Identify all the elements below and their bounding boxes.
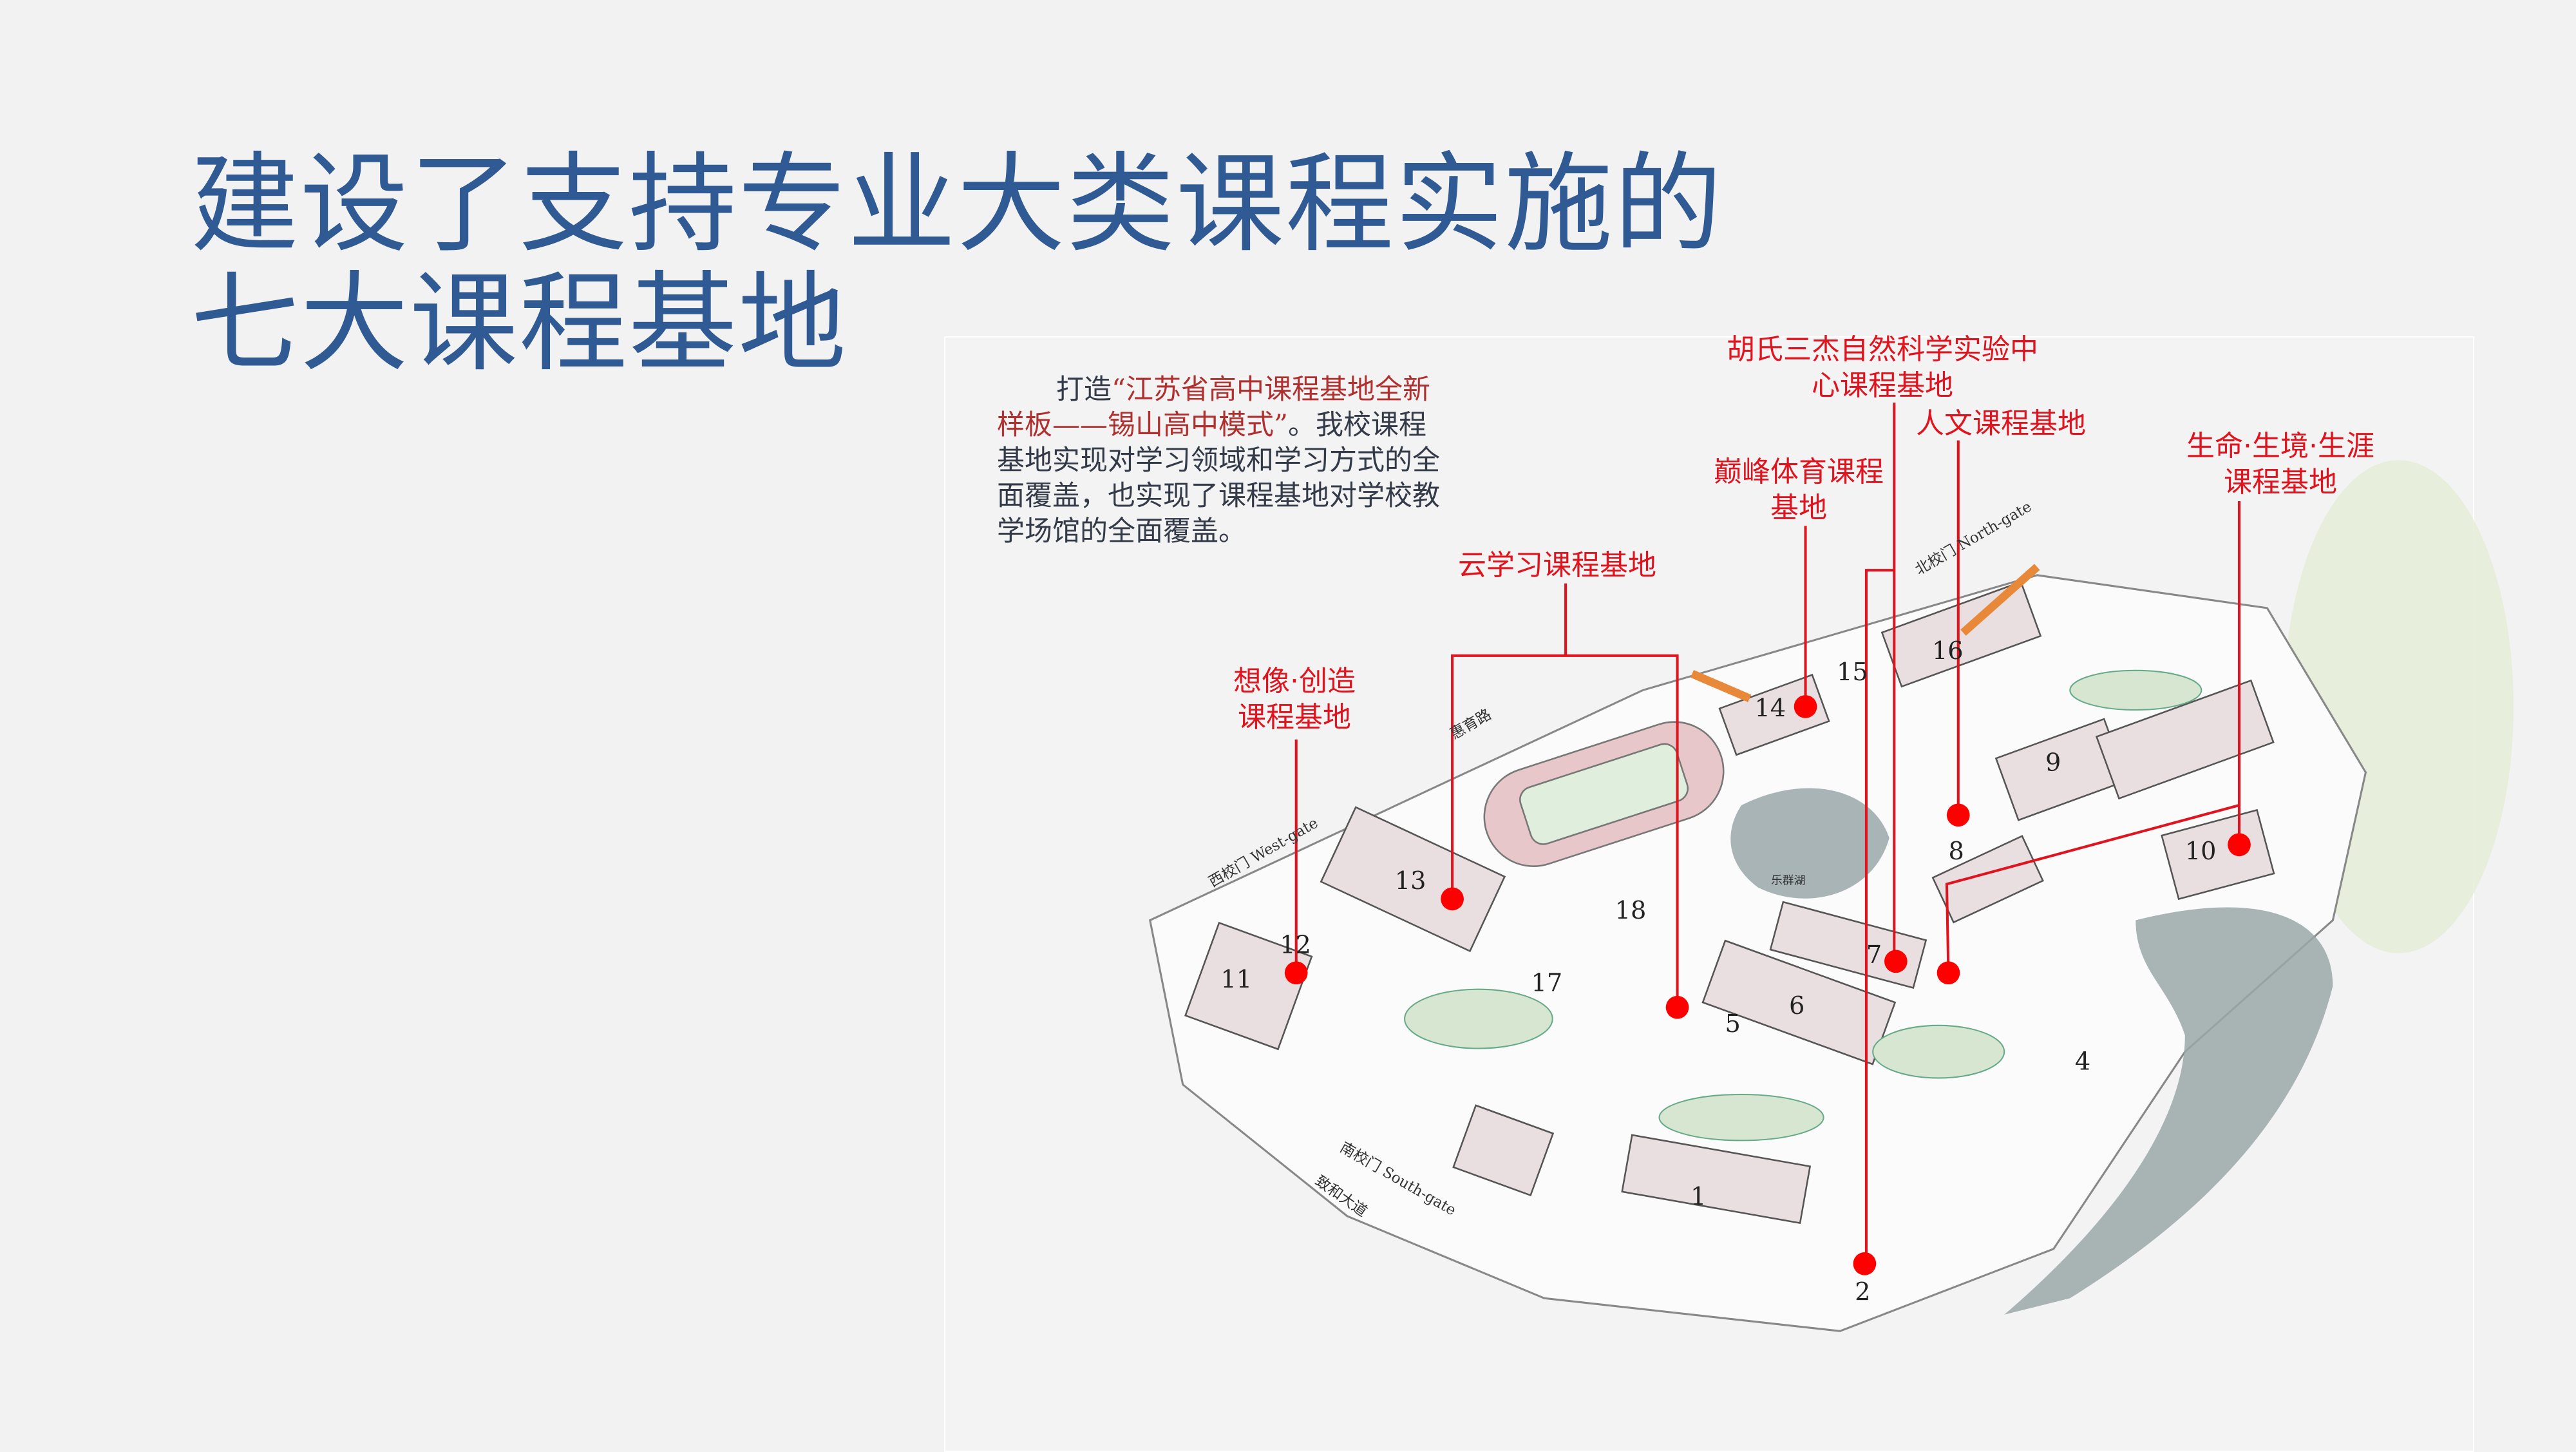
building-number: 5 [1725, 1009, 1741, 1038]
location-marker[interactable] [1937, 961, 1960, 985]
building-number: 12 [1280, 931, 1311, 960]
location-markers [1284, 695, 2251, 1275]
label-science-base[interactable]: 胡氏三杰自然科学实验中心课程基地 [1727, 332, 2038, 404]
label-line: 胡氏三杰自然科学实验中 [1727, 333, 2038, 366]
location-marker[interactable] [1853, 1252, 1877, 1275]
label-line: 课程基地 [2223, 466, 2337, 499]
title-line-2: 七大课程基地 [191, 260, 848, 387]
label-cloud-learning-base[interactable]: 云学习课程基地 [1458, 548, 1656, 584]
building-number: 11 [1220, 965, 1252, 994]
building-number: 16 [1932, 636, 1964, 665]
location-marker[interactable] [1884, 950, 1908, 973]
orange-arrow [1690, 670, 1752, 703]
label-line: 课程基地 [1238, 701, 1351, 734]
intro-paragraph: 打造“江苏省高中课程基地全新样板——锡山高中模式”。我校课程基地实现对学习领域和… [997, 372, 1448, 549]
page-title: 建设了支持专业大类课程实施的 七大课程基地 [191, 145, 1723, 383]
building-number: 2 [1855, 1277, 1870, 1306]
building-number: 7 [1866, 941, 1882, 970]
label-line: 巅峰体育课程 [1714, 455, 1884, 488]
location-marker[interactable] [2228, 833, 2251, 857]
label-imagination-base[interactable]: 想像·创造课程基地 [1233, 664, 1356, 736]
lake-label: 乐群湖 [1771, 874, 1806, 887]
river [2004, 907, 2333, 1315]
label-humanities-base[interactable]: 人文课程基地 [1916, 406, 2086, 442]
location-marker[interactable] [1665, 995, 1689, 1019]
intro-prefix: 打造 [1056, 374, 1112, 406]
sports-field [1483, 721, 1725, 867]
building-number: 1 [1690, 1182, 1706, 1211]
building-number: 17 [1531, 968, 1563, 997]
location-marker[interactable] [1946, 803, 1970, 827]
location-marker[interactable] [1441, 887, 1464, 911]
building-number: 18 [1615, 896, 1647, 925]
label-line: 心课程基地 [1812, 369, 1953, 402]
building-number: 6 [1789, 991, 1804, 1020]
location-marker[interactable] [1794, 695, 1817, 718]
building-number: 4 [2075, 1047, 2090, 1076]
label-sports-base[interactable]: 巅峰体育课程基地 [1714, 454, 1884, 526]
building-number: 9 [2045, 748, 2061, 777]
leader-lines [1294, 402, 2241, 1264]
intro-rest: 。我校课程基地实现对学习领域和学习方式的全面覆盖，也实现了课程基地对学校教学场馆… [997, 409, 1440, 548]
building-number: 10 [2185, 837, 2217, 866]
intro-highlight: “江苏省高中课程基地全新样板——锡山高中模式” [997, 374, 1430, 441]
label-line: 人文课程基地 [1916, 407, 2086, 440]
location-marker[interactable] [1284, 961, 1308, 985]
north-gate-label[interactable]: 北校门 North-gate [1913, 499, 2035, 578]
building-number: 13 [1395, 866, 1426, 895]
lake [1730, 788, 1889, 899]
title-line-1: 建设了支持专业大类课程实施的 [191, 141, 1723, 267]
road-label: 惠育路 [1448, 706, 1495, 743]
label-line: 生命·生境·生涯 [2186, 430, 2374, 463]
label-line: 想像·创造 [1233, 665, 1356, 698]
label-line: 基地 [1770, 492, 1827, 524]
label-life-base[interactable]: 生命·生境·生涯课程基地 [2186, 428, 2374, 501]
building-number: 15 [1837, 658, 1868, 687]
label-line: 云学习课程基地 [1458, 549, 1656, 582]
green-areas [1404, 669, 2202, 1142]
orange-arrow [1960, 564, 2040, 636]
building-number: 8 [1948, 837, 1964, 866]
buildings [1184, 580, 2275, 1225]
building-number: 14 [1754, 694, 1786, 723]
